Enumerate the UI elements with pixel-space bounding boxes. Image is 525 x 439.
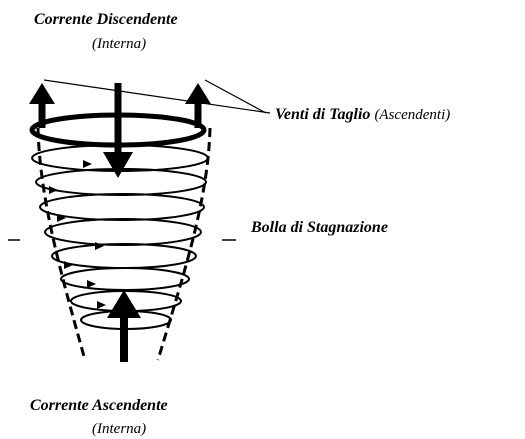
downdraft-arrow bbox=[103, 83, 133, 178]
spiral-arrowhead bbox=[87, 280, 96, 288]
stagnation-bubble-label: Bolla di Stagnazione bbox=[251, 219, 388, 236]
funnel-right-side bbox=[156, 127, 212, 361]
spiral-arrowhead bbox=[49, 186, 58, 194]
downdraft-title: Corrente Discendente bbox=[34, 11, 178, 28]
spiral-direction-markers bbox=[49, 160, 106, 309]
spiral-arrowhead bbox=[97, 301, 106, 309]
shear-winds-label: Venti di Taglio (Ascendenti) bbox=[275, 107, 450, 123]
spiral-ring bbox=[39, 193, 205, 221]
shear-arrow-left bbox=[29, 83, 55, 128]
updraft-subtitle: (Interna) bbox=[92, 421, 147, 437]
spiral-ring bbox=[35, 168, 207, 196]
funnel-left-side bbox=[36, 127, 87, 361]
spiral-ring bbox=[51, 243, 197, 269]
spiral-ring bbox=[60, 267, 190, 291]
spiral-arrowhead bbox=[95, 242, 104, 250]
funnel-outline bbox=[36, 127, 212, 361]
spiral-arrowhead bbox=[64, 261, 73, 269]
spiral-arrowhead bbox=[57, 214, 66, 222]
downdraft-subtitle: (Interna) bbox=[92, 36, 147, 52]
updraft-title: Corrente Ascendente bbox=[30, 397, 168, 414]
shear-winds-title: Venti di Taglio bbox=[275, 106, 371, 123]
shear-leader-lines bbox=[43, 79, 271, 114]
shear-winds-subtitle: (Ascendenti) bbox=[374, 107, 451, 123]
spiral-arrowhead bbox=[83, 160, 92, 168]
spiral-ring bbox=[44, 218, 202, 246]
updraft-arrow bbox=[107, 290, 141, 362]
